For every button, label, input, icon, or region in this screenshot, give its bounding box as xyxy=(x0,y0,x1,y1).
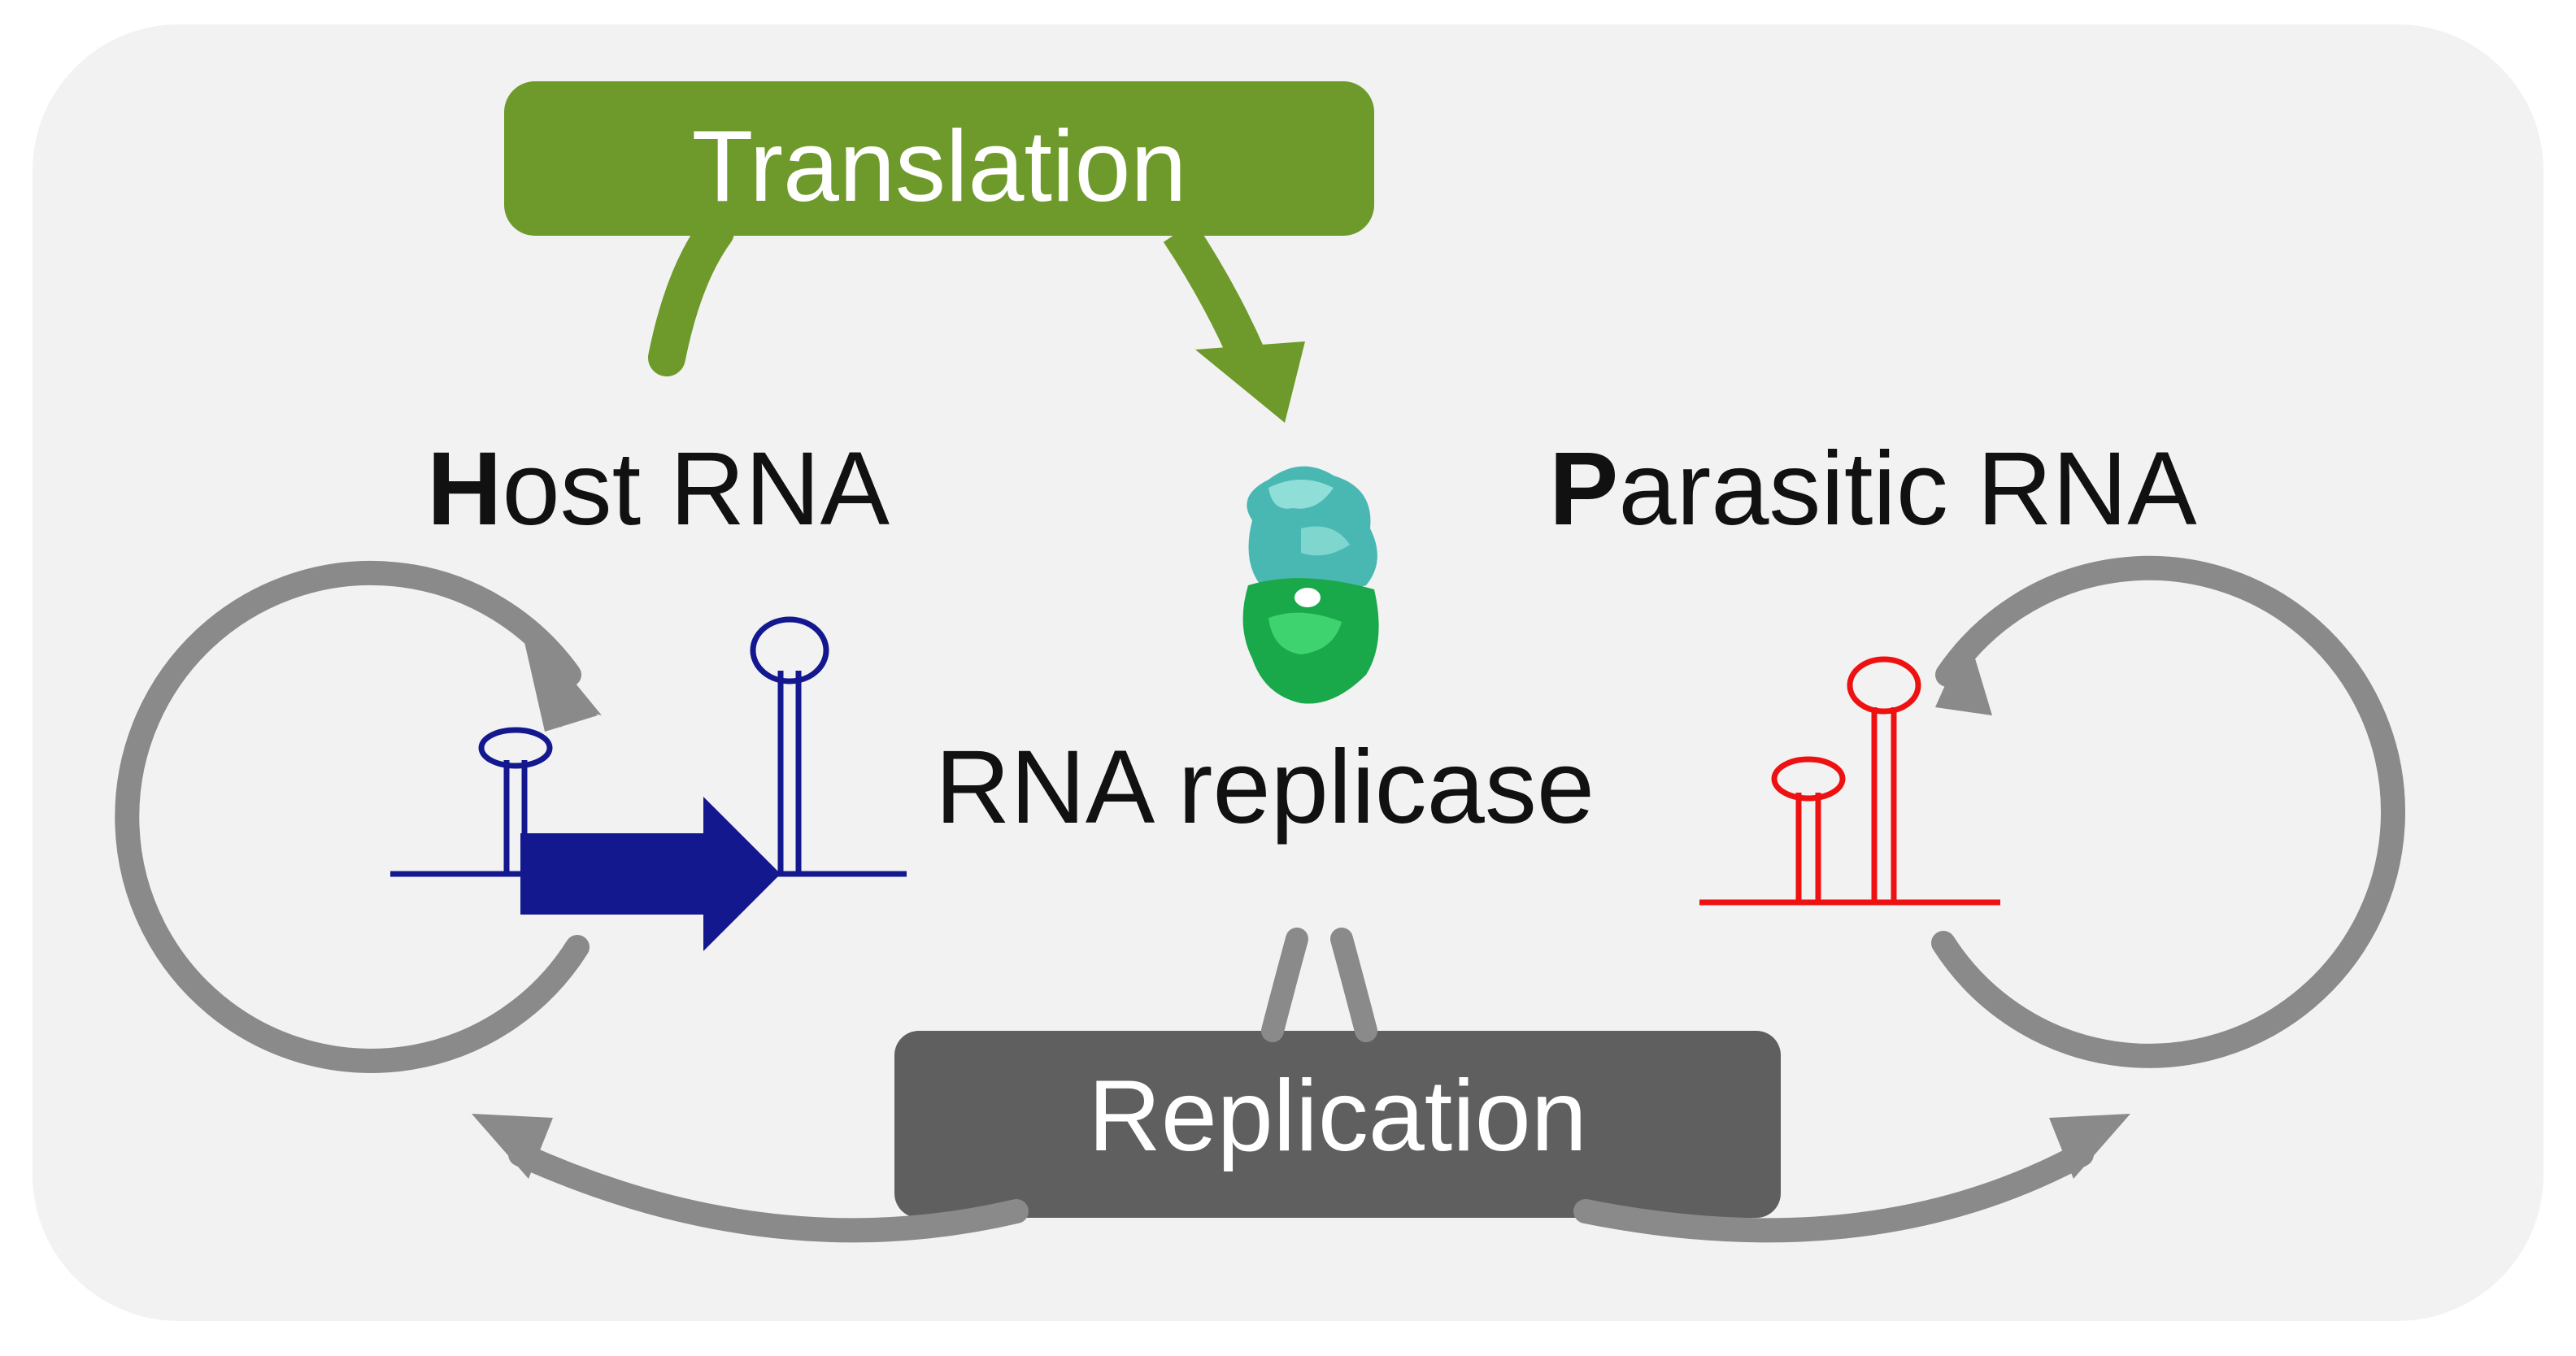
translation-arrow-left xyxy=(648,213,734,376)
parasitic-rna-icon xyxy=(1699,656,2000,906)
host-rna-icon xyxy=(390,616,907,877)
parasitic-rna-label-initial: P xyxy=(1549,431,1619,547)
replication-to-host-arrow xyxy=(508,1142,1029,1243)
parasitic-rna-label-rest: arasitic RNA xyxy=(1618,431,2197,547)
host-rna-label-rest: ost RNA xyxy=(502,431,890,547)
translation-arrow-right xyxy=(1163,221,1266,366)
replication-box xyxy=(894,1031,1781,1218)
host-rna-label-initial: H xyxy=(427,431,503,547)
host-gene-arrow-icon xyxy=(520,797,781,951)
replication-to-parasitic-arrow xyxy=(1573,1142,2094,1243)
parasitic-rna-label: Parasitic RNA xyxy=(1549,437,2197,541)
replicase-arrow-right xyxy=(1330,928,1377,1042)
replication-to-host-arrowhead xyxy=(472,1114,553,1179)
replication-label: Replication xyxy=(1088,1060,1587,1172)
translation-arrowhead xyxy=(1195,341,1305,423)
parasitic-cycle-arrow xyxy=(1931,555,2405,1068)
parasitic-cycle-arrowhead xyxy=(1935,634,1992,715)
replication-to-parasitic-arrowhead xyxy=(2049,1114,2130,1179)
translation-label: Translation xyxy=(691,111,1187,223)
replicase-arrow-left xyxy=(1261,928,1308,1042)
host-cycle-arrow xyxy=(115,560,590,1073)
translation-box xyxy=(504,81,1374,236)
host-cycle-arrowhead-main xyxy=(524,642,598,732)
replicase-protein-icon xyxy=(1242,466,1379,704)
rna-replicase-label: RNA replicase xyxy=(935,729,1595,845)
host-rna-label: Host RNA xyxy=(427,437,890,541)
